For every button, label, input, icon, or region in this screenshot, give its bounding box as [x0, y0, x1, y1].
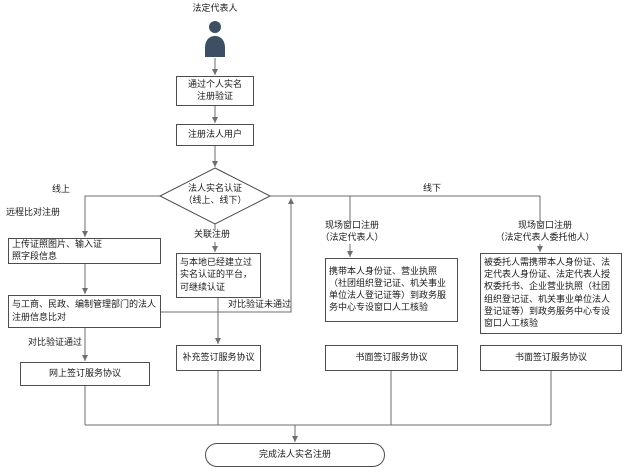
node-online-sign: 网上签订服务协议 [20, 362, 150, 386]
edge-label-window-register-delegate: 现场窗口注册 （法定代表人委托他人） [488, 221, 602, 245]
node-register-user: 注册法人用户 [176, 124, 254, 146]
node-decision-label: 法人实名认证 （线上、线下） [183, 184, 247, 206]
node-personal-verify: 通过个人实名 注册验证 [176, 76, 254, 106]
node-supplement-sign: 补充签订服务协议 [176, 345, 261, 371]
decision-diamond [158, 167, 272, 225]
node-window-person-check: 携带本人身份证、营业执照（社团组织登记证、机关事业单位法人登记证等）到政务服务中… [325, 258, 458, 322]
edge-label-compare-fail: 对比验证未通过 [228, 300, 292, 310]
edge-label-online: 线上 [52, 185, 71, 195]
node-compare-registry: 与工商、民政、编制管理部门的法人注册信息比对 [8, 295, 161, 328]
edge-label-remote-compare: 远程比对注册 [6, 208, 61, 218]
edge-label-window-register-person: 现场窗口注册 （法定代表人） [310, 221, 394, 245]
node-window-delegate-check: 被委托人需携带本人身份证、法定代表人身份证、法定代表人授权委托书、企业营业执照（… [480, 253, 622, 334]
person-icon [205, 21, 225, 57]
edge-label-compare-pass: 对比验证通过 [28, 338, 83, 348]
node-complete-registration: 完成法人实名注册 [205, 443, 385, 467]
edge-label-related-register: 关联注册 [193, 230, 232, 242]
connector-decision-online [82, 195, 160, 237]
actor-label: 法定代表人 [192, 4, 238, 14]
edge-label-offline: 线下 [423, 184, 442, 194]
node-upload-certificate: 上传证照图片、输入证 照字段信息 [8, 238, 161, 264]
node-local-platform: 与本地已经建立过实名认证的平台，可继续认证 [176, 253, 261, 298]
node-written-sign-right: 书面签订服务协议 [480, 345, 622, 371]
connector-compare-fail [161, 198, 294, 313]
node-written-sign-left: 书面签订服务协议 [325, 345, 458, 371]
